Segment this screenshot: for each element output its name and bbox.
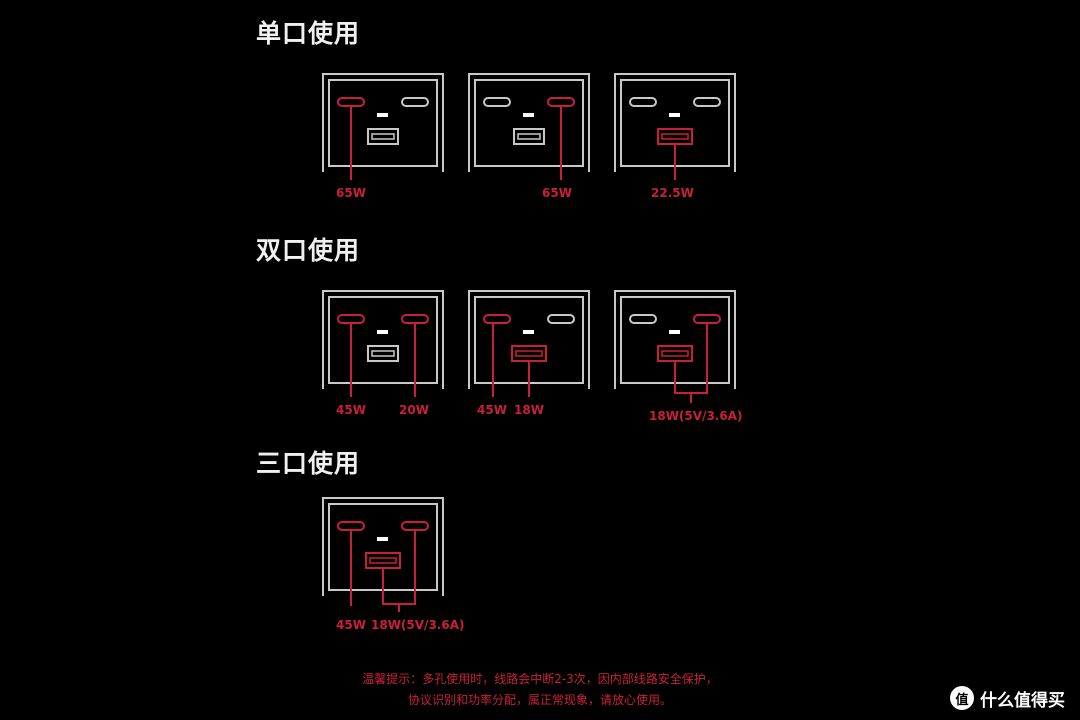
power-label-c1: 65W [336,186,366,200]
usb-c1-port [337,314,365,324]
usb-c2-port [401,97,429,107]
usb-c1-port [483,97,511,107]
section-title-triple-port: 三口使用 [256,449,361,478]
power-label-combined: 18W(5V/3.6A) [649,409,743,423]
indicator-light [669,330,680,334]
charger-face-outline [322,73,444,180]
indicator-light [523,113,534,117]
port-diagram-single-c1: 65W [321,72,445,202]
usb-a-port [657,128,693,145]
usb-c1-port [483,314,511,324]
usb-c1-port [629,314,657,324]
usb-c2-port [547,97,575,107]
usb-c2-port [693,314,721,324]
power-label-c1: 45W [336,618,366,632]
port-diagram-dual-c1-c2: 45W 20W [321,289,445,419]
power-label-c1: 45W [336,403,366,417]
charger-face-outline [322,497,444,612]
usb-c1-port [337,97,365,107]
port-diagram-single-a: 22.5W [613,72,737,202]
power-label-c1: 45W [477,403,507,417]
usb-a-port [513,128,545,145]
port-diagram-dual-c1-a: 45W 18W [467,289,591,419]
charger-face-outline [614,290,736,403]
usb-c1-port [337,521,365,531]
charger-face-outline [322,290,444,397]
port-diagram-triple: 45W 18W(5V/3.6A) [321,496,464,632]
port-diagram-single-c2: 65W [467,72,591,202]
charger-face-outline [614,73,736,180]
indicator-light [377,537,388,541]
power-label-a: 22.5W [651,186,694,200]
section-title-dual-port: 双口使用 [256,236,361,265]
usb-c2-port [401,314,429,324]
usb-a-port [657,345,693,362]
usb-a-port [367,345,399,362]
usb-a-port [365,552,401,569]
indicator-light [523,330,534,334]
brand-logo-icon: 值 [950,686,974,710]
usb-c2-port [547,314,575,324]
section-title-single-port: 单口使用 [256,19,361,48]
notice-line-2: 协议识别和功率分配，属正常现象，请放心使用。 [407,693,672,707]
usb-a-port [367,128,399,145]
usb-c2-port [401,521,429,531]
usb-c1-port [629,97,657,107]
charger-face-outline [468,73,590,180]
brand-name: 什么值得买 [980,690,1065,711]
indicator-light [669,113,680,117]
usb-a-port [511,345,547,362]
indicator-light [377,113,388,117]
power-label-c2: 20W [399,403,429,417]
power-label-combined: 18W(5V/3.6A) [371,618,465,632]
power-label-c2: 65W [542,186,572,200]
usb-c2-port [693,97,721,107]
charger-face-outline [468,290,590,397]
power-label-a: 18W [514,403,544,417]
indicator-light [377,330,388,334]
notice-line-1: 温馨提示：多孔使用时，线路会中断2-3次，因内部线路安全保护， [362,672,718,686]
brand-watermark: 值 什么值得买 [950,684,1065,712]
port-diagram-dual-c2-a: 18W(5V/3.6A) [613,289,742,423]
